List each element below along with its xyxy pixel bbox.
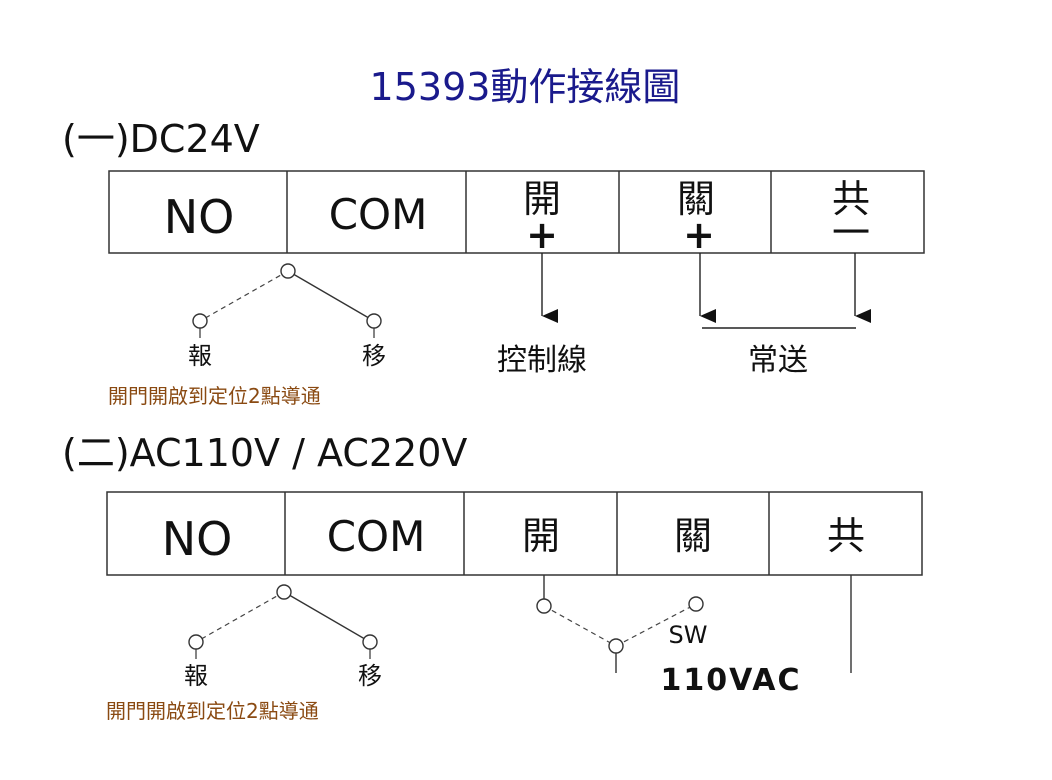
section1-switch-terminal-right	[366, 313, 382, 329]
section1-terminal-no: NO	[164, 190, 235, 244]
section2-terminal-open: 開	[522, 514, 560, 558]
section2-switch-terminal-left	[188, 634, 204, 650]
section2-sw-label: SW	[669, 621, 708, 649]
section2-terminal-close: 關	[674, 514, 712, 558]
section1-close-polarity: +	[683, 213, 715, 257]
section1-wires	[541, 253, 871, 329]
section1-alarm-switch: 報 移	[188, 263, 386, 370]
section2-sw-terminal-open	[536, 598, 552, 614]
section1-switch-pivot	[280, 263, 296, 279]
section2-move-label: 移	[358, 662, 382, 690]
section2-alarm-switch: 報 移	[184, 584, 382, 690]
section1-always-label: 常送	[748, 343, 808, 378]
section1-heading: (一)DC24V	[62, 117, 260, 161]
section2-sw-contact-close	[615, 603, 697, 647]
section1-switch-terminal-left	[192, 313, 208, 329]
section1-switch-open-contact	[199, 270, 289, 322]
section2-switch-pivot	[276, 584, 292, 600]
section2-sw-switch: SW	[536, 575, 708, 673]
section2-sw-contact-open	[543, 605, 617, 647]
section1-terminal-block: NO COM 開 + 關 + 共 一	[108, 170, 925, 257]
section2-switch-closed-contact	[283, 591, 371, 643]
section2-heading: (二)AC110V / AC220V	[62, 431, 467, 475]
section2-terminal-block: NO COM 開 關 共	[106, 491, 923, 576]
section1-terminal-close: 關	[677, 177, 715, 221]
section2-switch-terminal-right	[362, 634, 378, 650]
section1-move-label: 移	[362, 342, 386, 370]
section2-terminal-no: NO	[162, 512, 233, 566]
diagram-title: 15393動作接線圖	[370, 65, 681, 109]
section1-alarm-label: 報	[188, 342, 212, 370]
section2-terminal-com: COM	[327, 512, 426, 561]
section2-contact-note: 開門開啟到定位2點導通	[106, 699, 319, 723]
section2-supply-label: 110VAC	[660, 663, 801, 698]
section2-alarm-label: 報	[184, 662, 208, 690]
section1-block-outline	[108, 170, 925, 254]
section1-control-label: 控制線	[497, 343, 587, 378]
section1-contact-note: 開門開啟到定位2點導通	[108, 384, 321, 408]
section1-terminal-open: 開	[523, 177, 561, 221]
section1-terminal-com: COM	[329, 190, 428, 239]
section1-switch-closed-contact	[287, 270, 375, 322]
section2-sw-pivot	[608, 638, 624, 654]
section2-switch-open-contact	[195, 591, 285, 643]
section1-common-polarity: 一	[832, 211, 870, 255]
section2-sw-terminal-close	[688, 596, 704, 612]
section2-terminal-common: 共	[827, 514, 865, 558]
section2-block-outline	[106, 491, 923, 576]
section1-terminal-common: 共	[832, 177, 870, 221]
section1-open-polarity: +	[526, 213, 558, 257]
